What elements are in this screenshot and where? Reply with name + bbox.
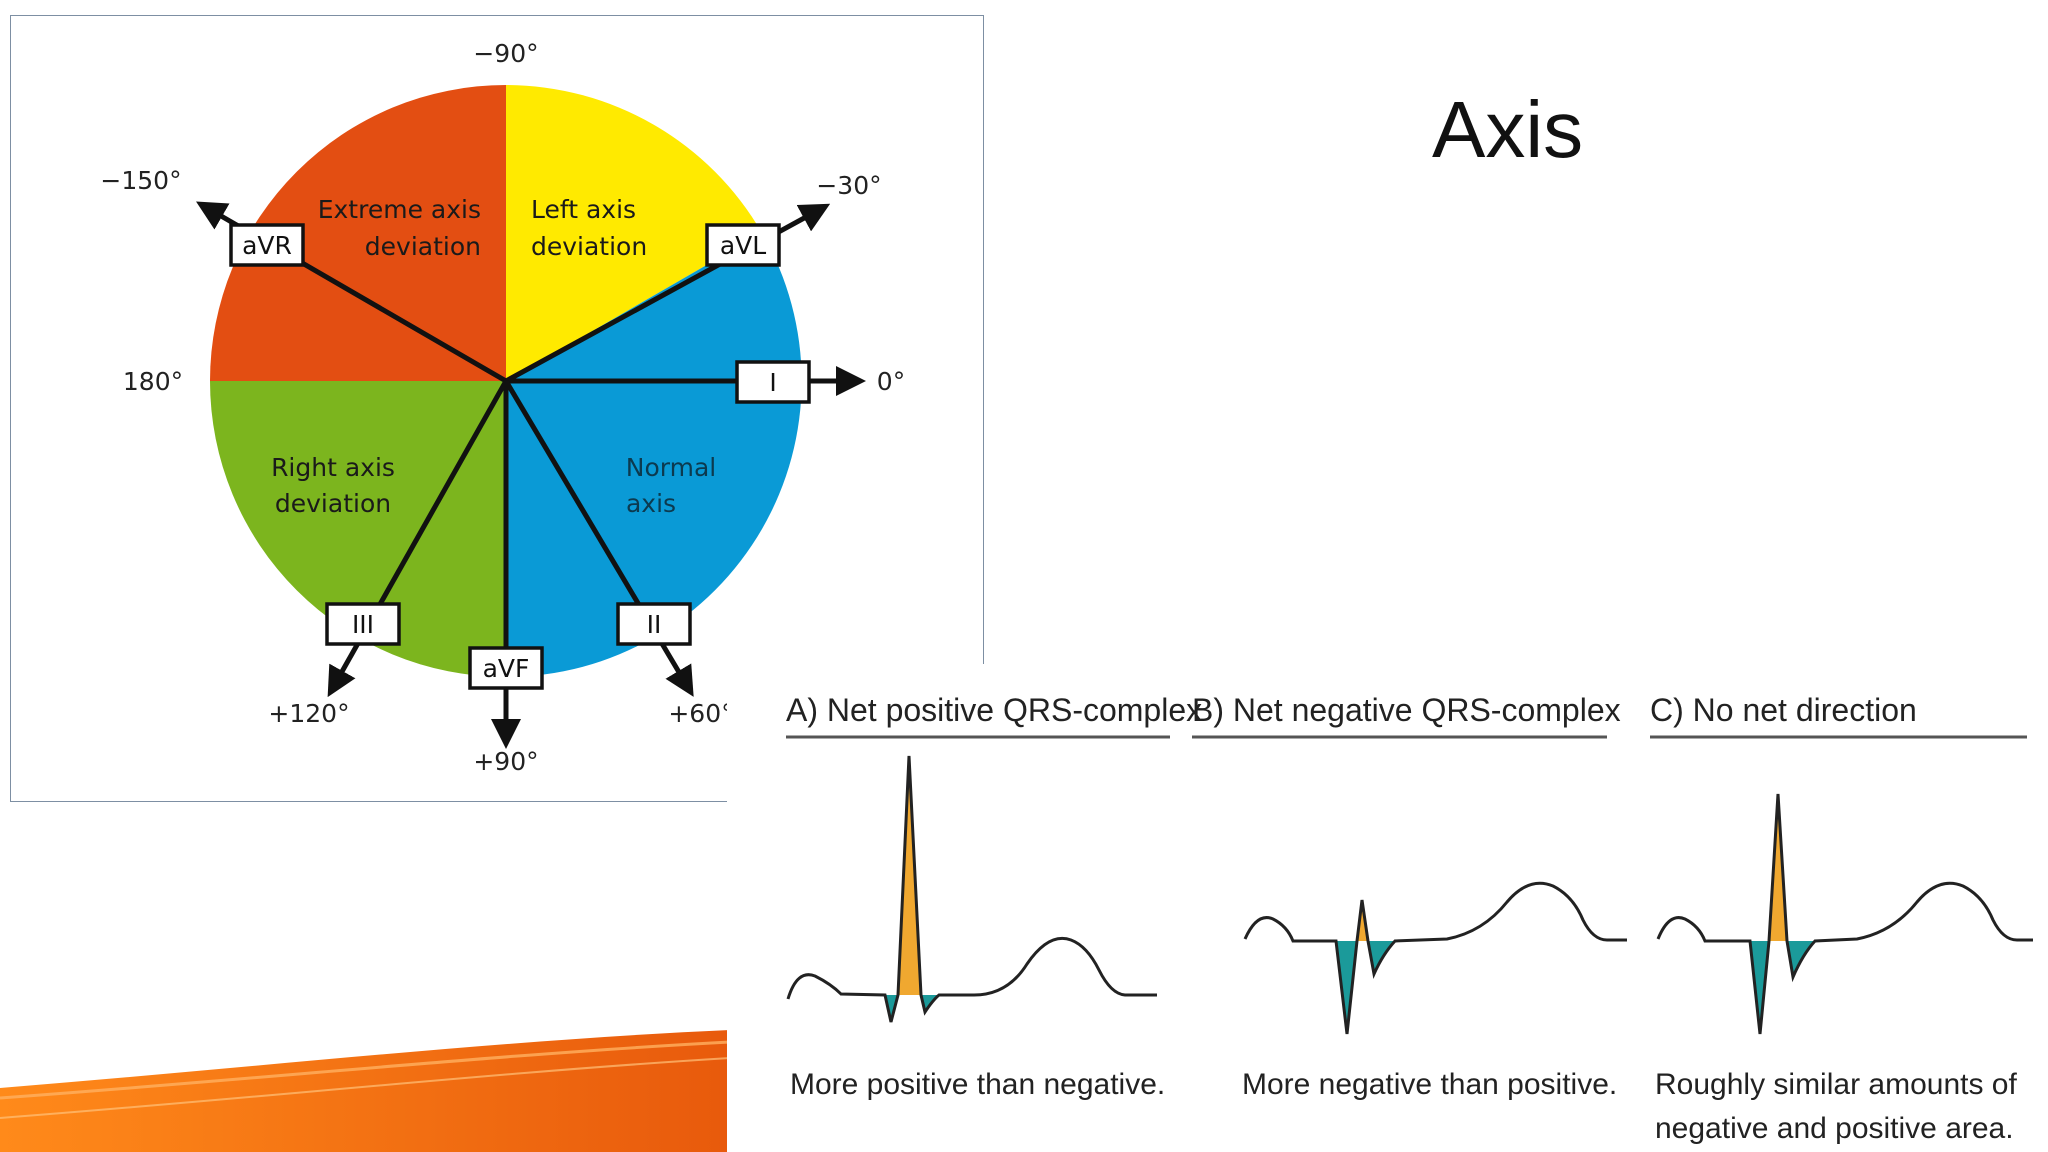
qrs-trace-b [1243, 881, 1627, 1035]
qrs-panel-c: C) No net direction Roughly similar amou… [1650, 692, 2033, 1145]
region-labels: Extreme axis deviation Left axis deviati… [271, 195, 716, 518]
region-left-line2: deviation [531, 232, 647, 261]
region-normal-line2: axis [626, 489, 676, 518]
orange-swoosh-decoration [0, 1030, 730, 1152]
region-extreme-line1: Extreme axis [318, 195, 481, 224]
qrs-negative-area-b [1336, 941, 1395, 1034]
hexaxial-diagram-panel: aVR aVL I II III aVF −90° −150° −30° 180… [10, 15, 984, 802]
qrs-caption-c-line2: negative and positive area. [1655, 1112, 2014, 1145]
qrs-caption-b-line1: More negative than positive. [1242, 1068, 1617, 1101]
qrs-positive-area-c [1769, 794, 1787, 941]
qrs-positive-area-a [898, 756, 921, 995]
qrs-heading-c: C) No net direction [1650, 692, 1917, 728]
qrs-caption-a-line1: More positive than negative. [790, 1068, 1165, 1101]
lead-label-avl: aVL [720, 231, 766, 260]
qrs-caption-c-line1: Roughly similar amounts of [1655, 1068, 2017, 1101]
box-avl [705, 223, 781, 267]
qrs-trace-c [1656, 793, 2033, 1035]
degree-minus90: −90° [473, 39, 538, 68]
region-right-line2: deviation [275, 489, 391, 518]
box-iii [325, 602, 401, 646]
qrs-heading-b: B) Net negative QRS-complex [1192, 692, 1621, 728]
lead-label-ii: II [647, 610, 662, 639]
wedge-normal-axis [506, 233, 802, 677]
degree-180: 180° [123, 367, 183, 396]
qrs-negative-area-a [885, 995, 939, 1022]
qrs-complex-figure: A) Net positive QRS-complex More positiv… [786, 692, 2033, 1145]
lead-label-avf: aVF [483, 654, 530, 683]
hexaxial-diagram: aVR aVL I II III aVF −90° −150° −30° 180… [100, 39, 905, 776]
box-i [735, 360, 811, 404]
qrs-heading-a: A) Net positive QRS-complex [786, 692, 1202, 728]
lead-label-avr: aVR [242, 231, 292, 260]
wedge-extreme-axis [210, 85, 506, 381]
lead-label-i: I [769, 368, 776, 397]
qrs-complex-panel: A) Net positive QRS-complex More positiv… [727, 664, 2048, 1152]
degree-plus90: +90° [473, 747, 538, 776]
box-avf [468, 646, 544, 690]
slide-title: Axis [1432, 85, 1584, 174]
qrs-panel-b: B) Net negative QRS-complex More negativ… [1192, 692, 1627, 1101]
region-normal-line1: Normal [626, 453, 716, 482]
wedge-left-axis [506, 85, 762, 381]
degree-minus150: −150° [100, 166, 181, 195]
region-right-line1: Right axis [271, 453, 395, 482]
degree-labels: −90° −150° −30° 180° 0° +120° +90° +60° [100, 39, 905, 776]
qrs-trace-a [786, 755, 1157, 1023]
lead-boxes: aVR aVL I II III aVF [229, 223, 811, 690]
qrs-panel-a: A) Net positive QRS-complex More positiv… [786, 692, 1202, 1101]
box-ii [616, 602, 692, 646]
degree-minus30: −30° [816, 171, 881, 200]
lead-label-iii: III [352, 610, 374, 639]
wedge-right-axis [210, 381, 506, 677]
degree-0: 0° [877, 367, 905, 396]
region-extreme-line2: deviation [365, 232, 481, 261]
degree-plus120: +120° [268, 699, 349, 728]
box-avr [229, 223, 305, 267]
region-left-line1: Left axis [531, 195, 636, 224]
degree-plus60: +60° [668, 699, 733, 728]
